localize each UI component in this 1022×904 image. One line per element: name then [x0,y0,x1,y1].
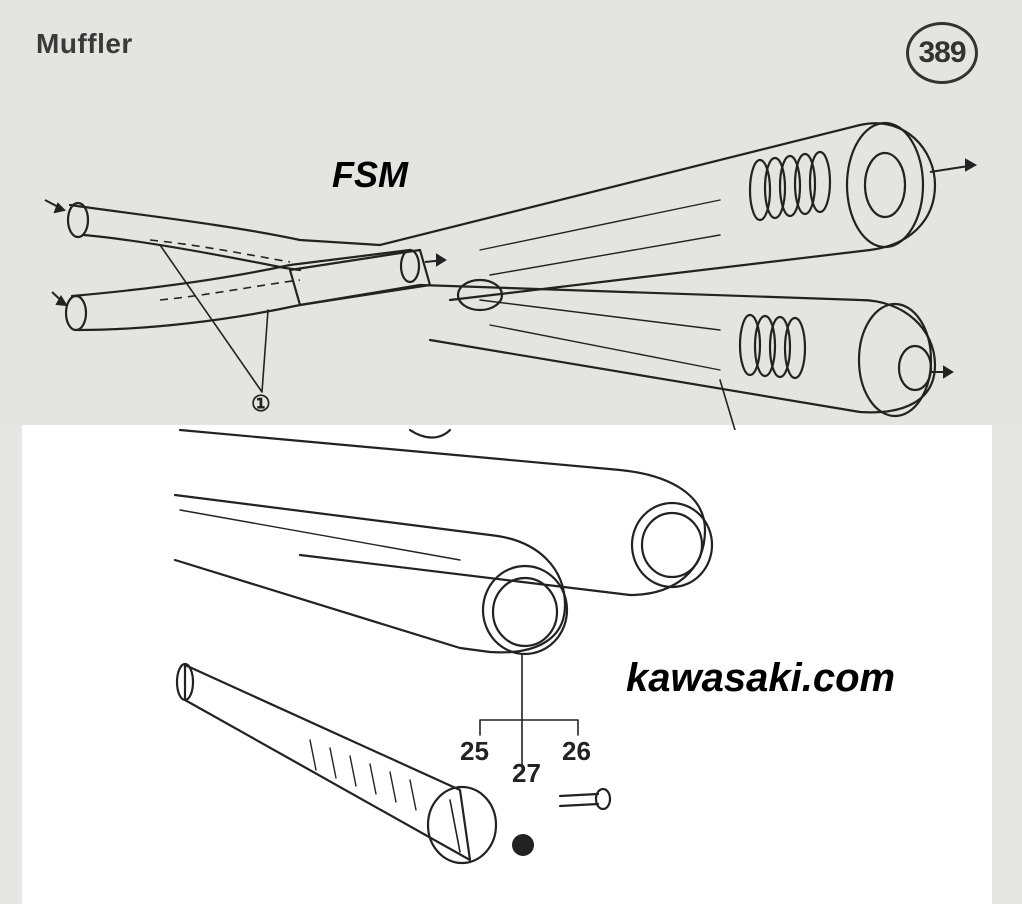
front-muffler-tip [481,564,569,656]
callout-27: 27 [512,758,541,788]
baffle-tube [183,663,472,862]
rear-muffler-tip [630,501,714,589]
callout-25: 25 [460,736,489,766]
callout-1-leader [159,244,269,393]
callout-bracket [479,719,579,736]
cutaway-muffler-drawing [44,121,978,430]
section-title: Muffler [36,28,133,59]
page-number-badge: 389 [906,22,978,84]
upper-inlet-pipe [68,203,382,247]
upper-inlet-opening [66,201,90,239]
upper-baffle-coils [748,150,832,222]
fsm-label: FSM [332,154,408,195]
page-number: 389 [918,36,966,69]
baffle-perforations [309,739,417,811]
lower-inlet-opening [64,294,88,332]
callout-1: ① [251,391,271,416]
lower-inlet-pipe [70,248,412,298]
upper-muffler-body [378,122,937,302]
baffle-end-plate [426,785,498,865]
lower-baffle-coils [738,313,807,380]
site-label: kawasaki.com [626,656,896,700]
callout-26: 26 [562,736,591,766]
nut-27 [512,834,534,856]
bolt-26 [558,792,600,808]
upper-muffler-end [845,121,925,249]
rear-muffler-body [178,428,707,597]
front-muffler-body [173,493,567,654]
